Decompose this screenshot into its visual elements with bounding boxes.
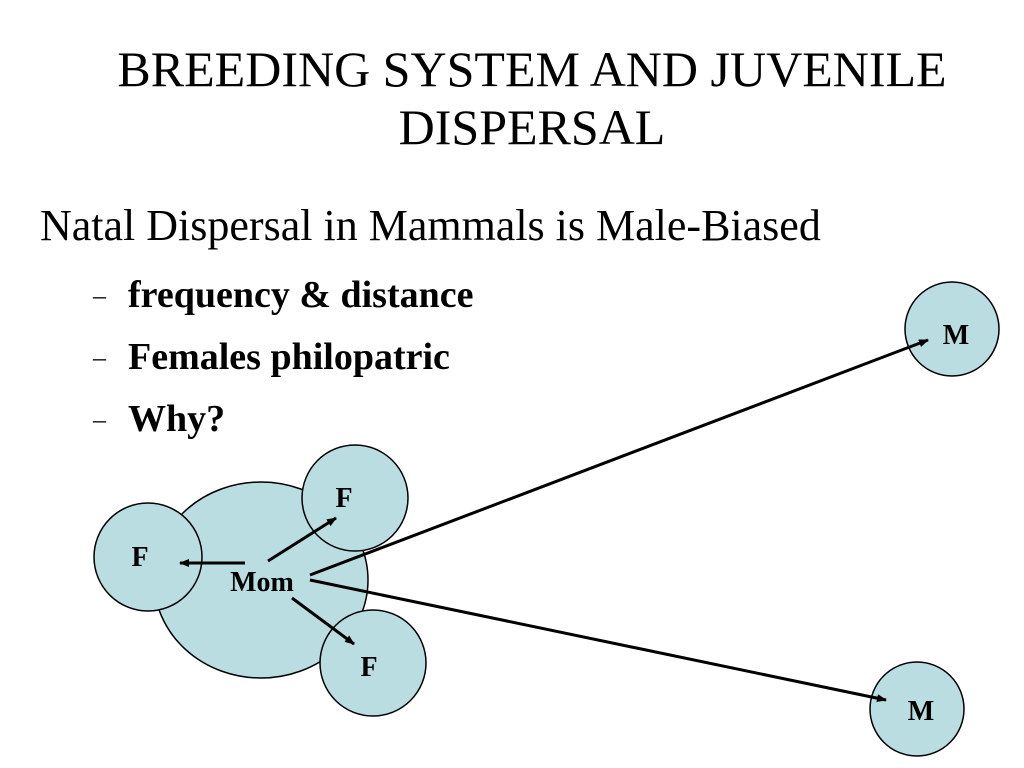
bullet-item: –Why? xyxy=(93,396,474,458)
slide-title-line-2: DISPERSAL xyxy=(398,99,666,155)
slide-title: BREEDING SYSTEM AND JUVENILE DISPERSAL xyxy=(0,40,1024,156)
bullet-text: frequency & distance xyxy=(128,274,474,316)
dash-icon: – xyxy=(93,281,106,311)
arrow-to-male-bottom xyxy=(309,578,887,703)
dash-icon: – xyxy=(93,405,106,435)
slide-subtitle: Natal Dispersal in Mammals is Male-Biase… xyxy=(40,201,821,250)
male-node-bottom xyxy=(869,661,965,757)
mom-label: Mom xyxy=(230,567,294,598)
arrow-to-female-top xyxy=(267,516,337,563)
arrow-to-female-bottom xyxy=(291,596,355,646)
bullet-text: Why? xyxy=(128,398,226,440)
bullet-text: Females philopatric xyxy=(128,336,450,378)
bullet-list: –frequency & distance –Females philopatr… xyxy=(93,272,474,458)
male-node-top xyxy=(904,281,1000,377)
male-label-top: M xyxy=(943,320,969,351)
female-label-left: F xyxy=(131,542,148,573)
dash-icon: – xyxy=(93,343,106,373)
female-node-left xyxy=(93,502,203,612)
female-node-top xyxy=(301,444,409,552)
male-label-bottom: M xyxy=(908,696,934,727)
female-label-bottom: F xyxy=(360,652,377,683)
arrow-to-male-top xyxy=(309,338,929,577)
slide-title-line-1: BREEDING SYSTEM AND JUVENILE xyxy=(117,41,947,97)
bullet-item: –Females philopatric xyxy=(93,334,474,396)
bullet-item: –frequency & distance xyxy=(93,272,474,334)
female-label-top: F xyxy=(335,483,352,514)
